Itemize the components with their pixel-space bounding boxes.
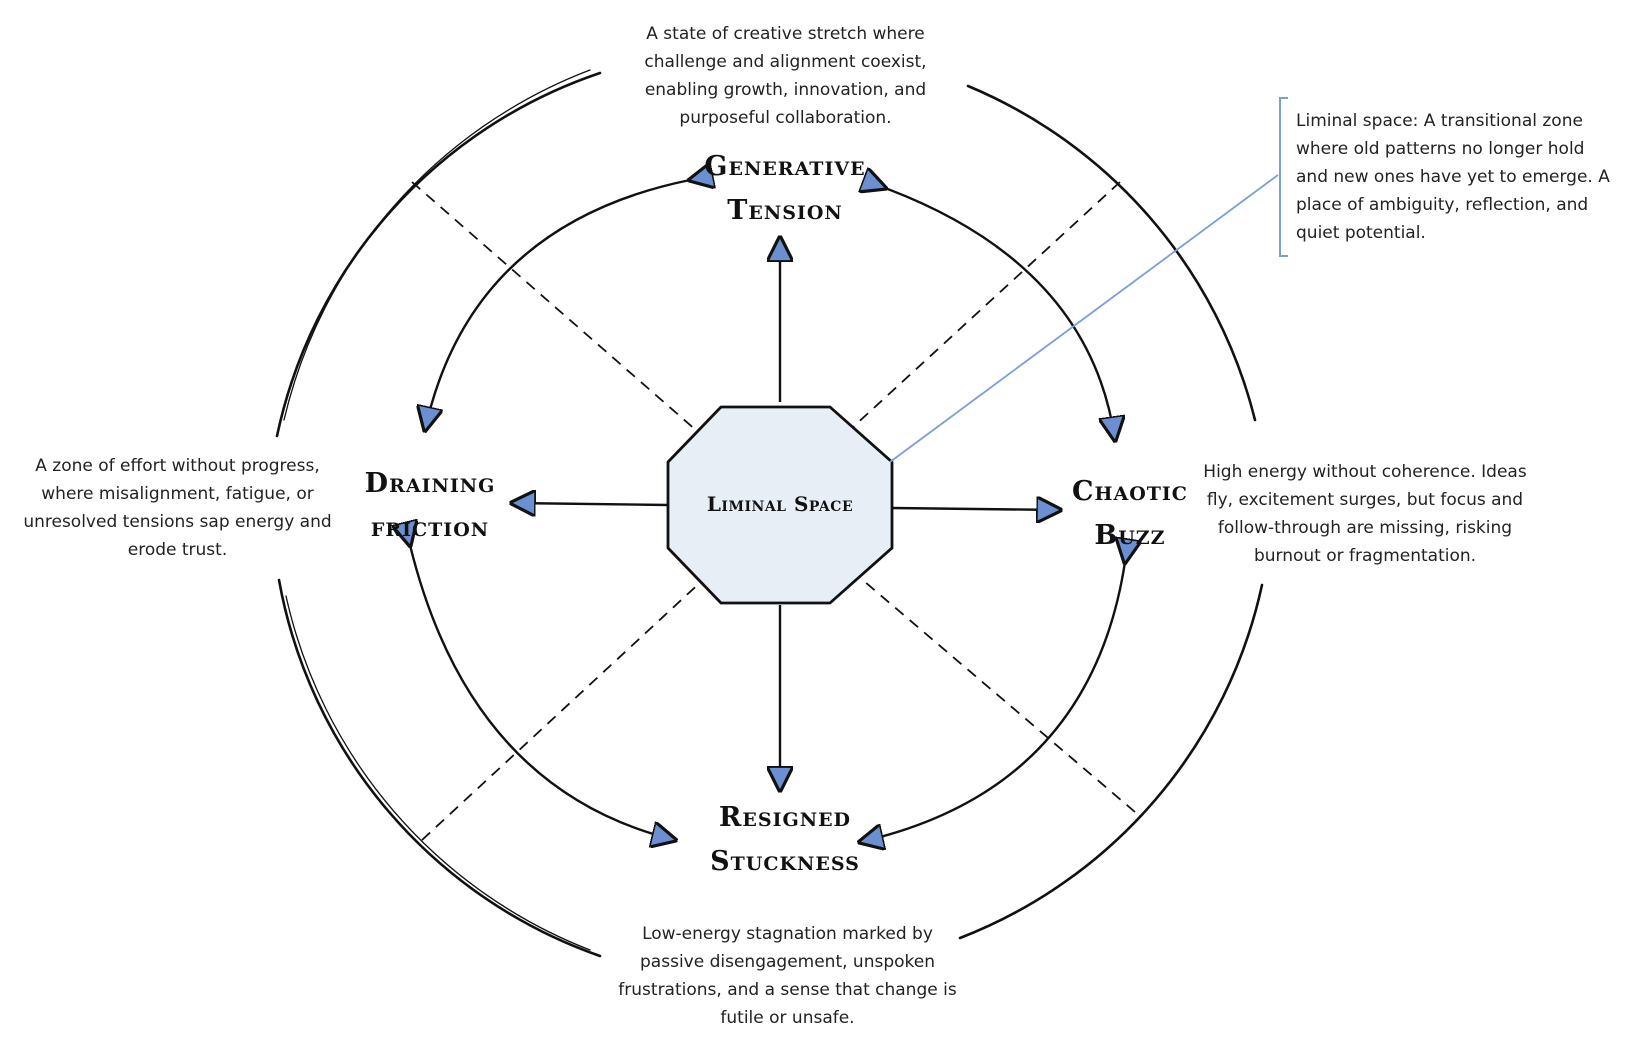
arrow-center-left	[512, 503, 669, 505]
arrow-generative-chaotic	[885, 188, 1115, 440]
title-draining-line2: friction	[370, 512, 490, 543]
diagonal-bottom-right	[864, 581, 1136, 813]
desc-chaotic-buzz: High energy without coherence. Ideas fly…	[1203, 462, 1527, 566]
desc-generative-tension: A state of creative stretch where challe…	[644, 24, 927, 128]
title-chaotic-line1: Chaotic	[1072, 476, 1188, 507]
center-arrows	[512, 238, 1060, 790]
title-chaotic-buzz: Chaotic Buzz	[1010, 470, 1250, 558]
outer-arc-top-right	[966, 84, 1257, 422]
title-draining-friction: Draining friction	[300, 462, 560, 550]
annotation-connector	[889, 174, 1279, 463]
title-generative-line2: Tension	[727, 195, 843, 226]
desc-resigned-stuckness: Low-energy stagnation marked by passive …	[618, 924, 957, 1028]
arrow-center-right	[891, 508, 1060, 510]
outer-arc-top-left	[275, 71, 602, 438]
title-draining-line1: Draining	[364, 468, 496, 499]
desc-draining-friction: A zone of effort without progress, where…	[23, 456, 332, 560]
arrow-draining-resigned	[410, 545, 675, 840]
liminal-space-octagon	[666, 405, 894, 605]
outer-arc-bottom-left-2	[285, 595, 591, 951]
arrow-chaotic-resigned	[860, 562, 1125, 842]
title-resigned-stuckness: Resigned Stuckness	[640, 796, 930, 884]
outer-arc-bottom-right	[958, 583, 1264, 940]
annotation-bracket	[1279, 97, 1288, 257]
arrow-generative-draining	[425, 180, 690, 430]
title-generative-line1: Generative	[704, 151, 866, 182]
cycle-arrows	[410, 180, 1125, 842]
center-label: Liminal Space	[706, 492, 854, 516]
title-chaotic-line2: Buzz	[1094, 520, 1166, 551]
title-generative-tension: Generative Tension	[640, 145, 930, 233]
outer-arc-top-left-2	[283, 69, 591, 421]
title-resigned-line2: Stuckness	[710, 846, 860, 877]
liminal-space-note: Liminal space: A transitional zone where…	[1296, 111, 1610, 243]
outer-arc-bottom-left	[277, 578, 602, 958]
title-resigned-line1: Resigned	[718, 802, 852, 833]
